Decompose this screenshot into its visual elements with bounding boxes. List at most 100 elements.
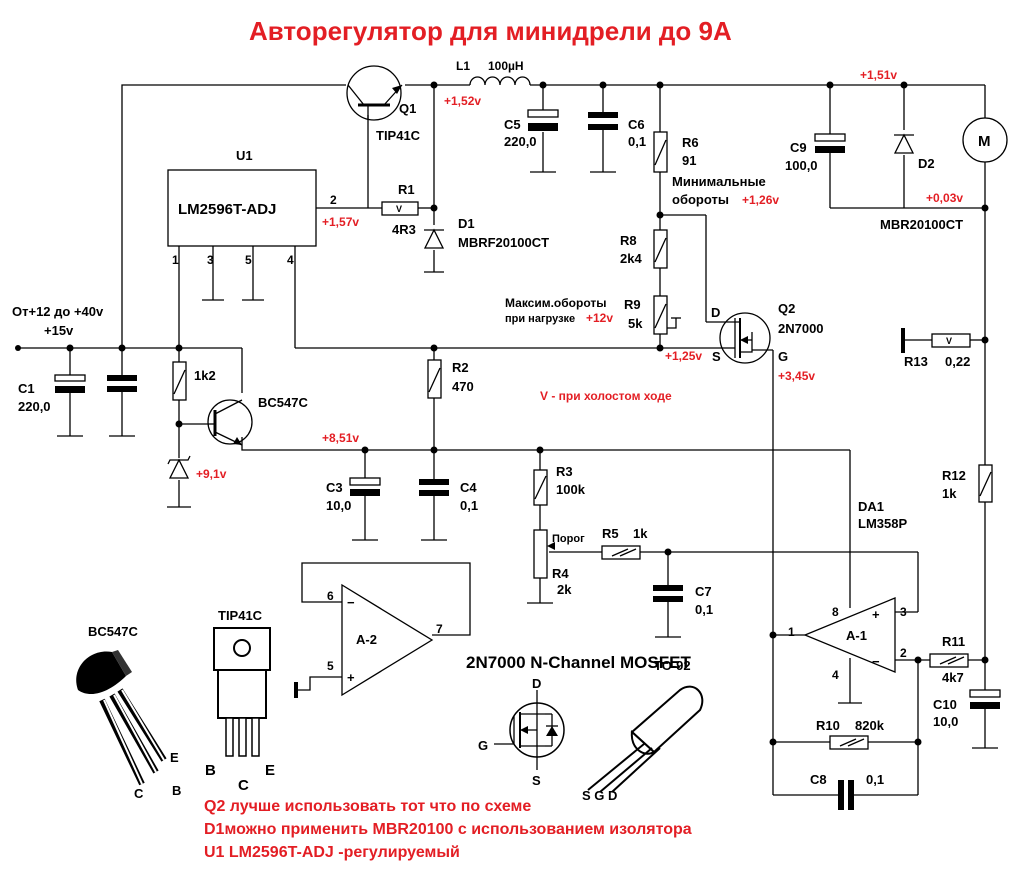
to92-label: TO-92	[654, 658, 691, 673]
q2-value: 2N7000	[778, 321, 824, 336]
mosfet-pin-d: D	[532, 676, 541, 691]
max-turns-2: при нагрузке	[505, 313, 575, 325]
tip41c-pin-c: C	[238, 777, 249, 794]
r10-ref: R10	[816, 718, 840, 733]
tip41c-pkg-label: TIP41C	[218, 608, 263, 623]
r4-ref: R4	[552, 566, 569, 581]
voltage-u1-2: +1,57v	[322, 215, 359, 229]
da1-value: LM358P	[858, 516, 907, 531]
r12-value: 1k	[942, 486, 957, 501]
q2-pin-g: G	[778, 349, 788, 364]
min-turns-1: Минимальные	[672, 174, 766, 189]
r1-ref: R1	[398, 182, 415, 197]
opamp-a1-label: A-1	[846, 628, 867, 643]
u1-pin3: 3	[207, 253, 214, 267]
a1-pin3: 3	[900, 605, 907, 619]
c3-ref: C3	[326, 480, 343, 495]
voltage-motor-low: +0,03v	[926, 191, 963, 205]
r1-value: 4R3	[392, 222, 416, 237]
d2-diode	[893, 133, 915, 154]
q1-value: TIP41C	[376, 128, 421, 143]
r8-value: 2k4	[620, 251, 642, 266]
voltage-min: +1,26v	[742, 193, 779, 207]
q2-mosfet	[706, 312, 773, 364]
r5-value: 1k	[633, 526, 648, 541]
c1-capacitor	[54, 374, 86, 393]
u1-pin1: 1	[172, 253, 179, 267]
c6-capacitor	[588, 112, 618, 130]
a2-pin7: 7	[436, 622, 443, 636]
opamp-a1-plus: +	[872, 607, 880, 622]
r5-ref: R5	[602, 526, 619, 541]
bc547c-pin-c: C	[134, 786, 144, 801]
c6-value: 0,1	[628, 134, 646, 149]
r2-value: 470	[452, 379, 474, 394]
c3-value: 10,0	[326, 498, 351, 513]
c8-capacitor	[838, 780, 854, 810]
svg-text:V: V	[946, 336, 952, 346]
r2-resistor	[427, 359, 442, 399]
u1-box	[167, 169, 317, 247]
opamp-a2-label: A-2	[356, 632, 377, 647]
l1-ref: L1	[456, 59, 470, 73]
bc547c-transistor	[207, 399, 253, 446]
q2-pin-s: S	[712, 349, 721, 364]
r13-ref: R13	[904, 354, 928, 369]
u1-pin4: 4	[287, 253, 294, 267]
mosfet-pin-g: G	[478, 738, 488, 753]
r12-ref: R12	[942, 468, 966, 483]
r11-value: 4k7	[942, 670, 964, 685]
c4-ref: C4	[460, 480, 477, 495]
zener-diode	[167, 455, 191, 479]
r8-ref: R8	[620, 233, 637, 248]
c8-value: 0,1	[866, 772, 884, 787]
c8-ref: C8	[810, 772, 827, 787]
a1-pin1: 1	[788, 625, 795, 639]
to92-package	[587, 685, 704, 793]
r1-glyph: V	[396, 204, 402, 214]
c6-ref: C6	[628, 117, 645, 132]
a2-pin6: 6	[327, 589, 334, 603]
voltage-zener: +9,1v	[196, 467, 227, 481]
mosfet-title: 2N7000 N-Channel MOSFET	[466, 653, 691, 672]
to92-pins: S G D	[582, 788, 617, 803]
voltage-max: +12v	[586, 311, 613, 325]
u1-pin5: 5	[245, 253, 252, 267]
u1-value: LM2596T-ADJ	[178, 201, 276, 218]
c9-ref: C9	[790, 140, 807, 155]
r3-value: 100k	[556, 482, 586, 497]
tip41c-package	[213, 627, 271, 757]
voltage-in: +15v	[44, 323, 74, 338]
c10-ref: C10	[933, 697, 957, 712]
r11-resistor	[929, 653, 969, 668]
bc547c-value: BC547C	[258, 395, 308, 410]
c5-value: 220,0	[504, 134, 537, 149]
r3-ref: R3	[556, 464, 573, 479]
voltage-q1: +1,52v	[444, 94, 481, 108]
r6-resistor	[653, 131, 668, 173]
c3-capacitor	[349, 477, 381, 496]
opamp-a1	[803, 597, 896, 673]
wires	[18, 84, 998, 796]
note-2: D1можно применить MBR20100 с использован…	[204, 821, 692, 838]
r13-resistor: V	[901, 328, 971, 353]
r13-value: 0,22	[945, 354, 970, 369]
r9-trimmer	[653, 295, 681, 335]
bc547c-pin-b: B	[172, 783, 181, 798]
bc547c-package	[76, 650, 167, 786]
r8-resistor	[653, 229, 668, 269]
r9-ref: R9	[624, 297, 641, 312]
voltage-851: +8,51v	[322, 431, 359, 445]
input-label: От+12 до +40v	[12, 304, 104, 319]
u1-pin2: 2	[330, 193, 337, 207]
min-turns-2: обороты	[672, 192, 729, 207]
tip41c-pin-e: E	[265, 762, 275, 779]
r-1k2-value: 1k2	[194, 368, 216, 383]
q2-pin-d: D	[711, 305, 720, 320]
c9-capacitor	[814, 133, 846, 153]
opamp-a2-minus: −	[347, 595, 355, 610]
d1-ref: D1	[458, 216, 475, 231]
motor	[962, 117, 1008, 163]
c1-ref: C1	[18, 381, 35, 396]
porog-label: Порог	[552, 533, 585, 545]
